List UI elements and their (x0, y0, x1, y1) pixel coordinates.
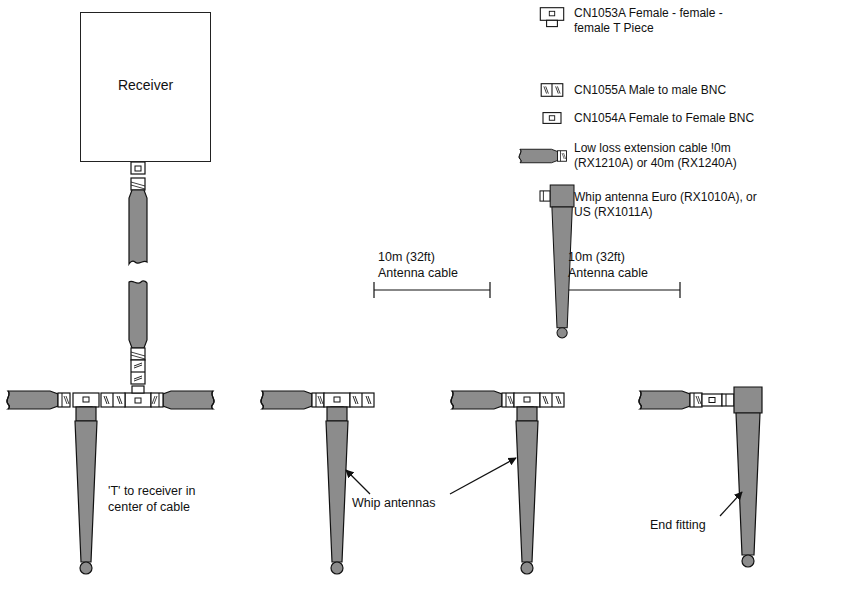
legend-text: Whip antenna Euro (RX1010A), or US (RX10… (574, 190, 774, 220)
dimension-label: 10m (32ft) Antenna cable (378, 250, 482, 281)
receiver-box: Receiver (80, 12, 211, 162)
callout-label: Whip antennas (352, 496, 462, 512)
legend-text: CN1054A Female to Female BNC (574, 111, 774, 126)
callout-label: End fitting (650, 518, 740, 534)
legend-text: Low loss extension cable !0m (RX1210A) o… (574, 141, 779, 171)
legend-text: CN1055A Male to male BNC (574, 83, 774, 98)
node-label: Receiver (81, 77, 210, 93)
legend-text: CN1053A Female - female - female T Piece (574, 6, 724, 36)
note-label: 'T' to receiver in center of cable (108, 484, 232, 515)
dimension-label: 10m (32ft) Antenna cable (568, 250, 672, 281)
